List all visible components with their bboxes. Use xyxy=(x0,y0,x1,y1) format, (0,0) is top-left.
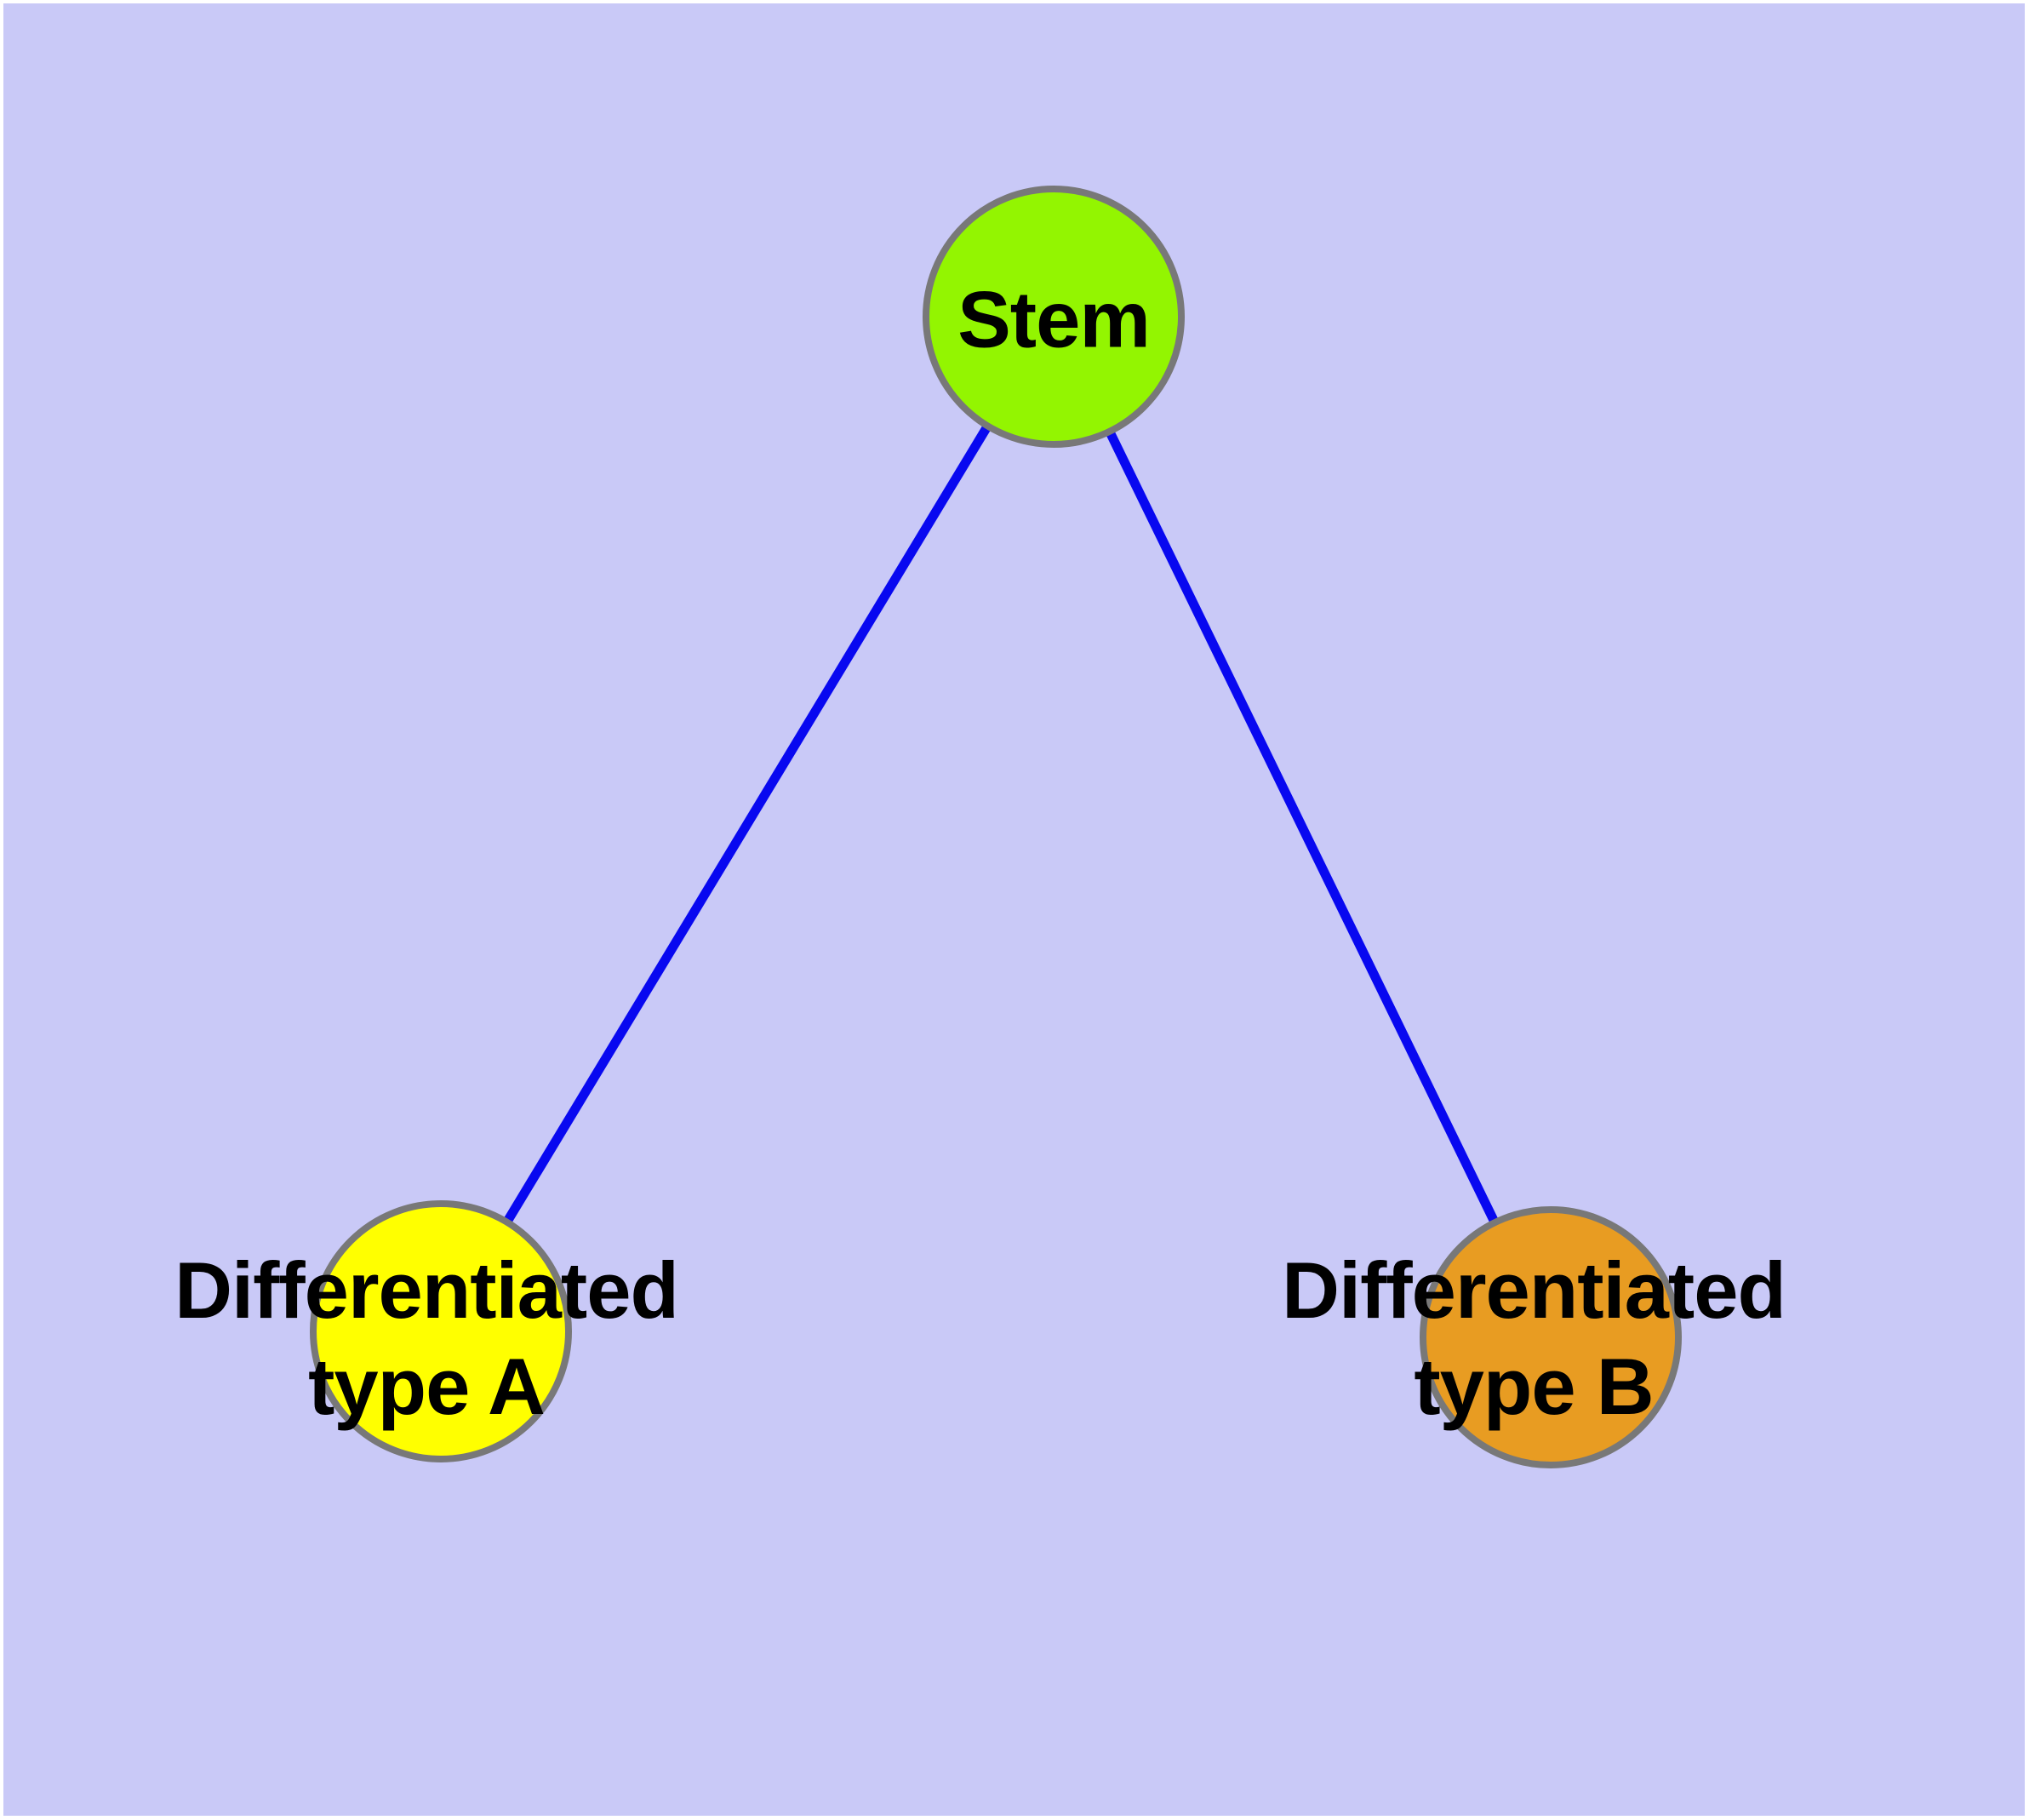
node-differentiated-type-a xyxy=(310,1200,572,1462)
node-differentiated-type-b-label: Differentiated type B xyxy=(1282,1245,1786,1431)
node-differentiated-type-b xyxy=(1420,1206,1682,1468)
edge-stem-to-type-b xyxy=(1049,314,1555,1340)
node-stem xyxy=(923,186,1185,448)
node-differentiated-type-a-label: Differentiated type A xyxy=(174,1245,679,1431)
node-stem-label: Stem xyxy=(957,274,1151,364)
edge-stem-to-type-a xyxy=(437,314,1058,1334)
